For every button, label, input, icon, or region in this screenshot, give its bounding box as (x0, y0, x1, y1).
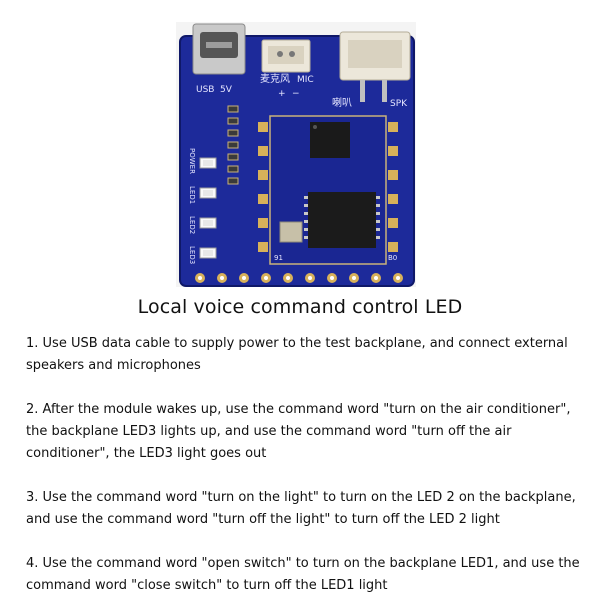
label-91: 91 (274, 254, 283, 262)
instruction-step-2: 2. After the module wakes up, use the co… (26, 402, 571, 461)
main-chip (304, 192, 380, 248)
led1 (199, 187, 217, 199)
label-led1: LED1 (188, 186, 196, 204)
crystal (279, 221, 303, 243)
instruction-step-3: 3. Use the command word "turn on the lig… (26, 490, 576, 527)
led3 (199, 247, 217, 259)
instruction-step-1: 1. Use USB data cable to supply power to… (26, 336, 568, 373)
label-spk-cn: 喇叭 (332, 97, 352, 109)
usb-connector (192, 23, 246, 75)
label-mic: MIC (297, 75, 314, 85)
label-usb: USB (196, 85, 214, 95)
label-plus: + (278, 89, 286, 99)
label-spk: SPK (390, 99, 408, 109)
amplifier-chip (310, 122, 350, 158)
instruction-step-4: 4. Use the command word "open switch" to… (26, 556, 580, 593)
label-mic-cn: 麦克风 (260, 73, 290, 85)
label-minus: − (292, 89, 300, 99)
label-5v: 5V (220, 85, 233, 95)
mic-connector (261, 39, 311, 73)
smd-components (227, 105, 239, 185)
label-power: POWER (188, 148, 196, 174)
power-led (199, 157, 217, 169)
speaker-connector (339, 31, 411, 102)
label-led2: LED2 (188, 216, 196, 234)
led2 (199, 217, 217, 229)
label-b0: B0 (388, 254, 397, 262)
voice-module-board-photo: USB 5V 麦克风 MIC + − 喇叭 SPK POWER LED1 LED… (176, 22, 416, 287)
page-title: Local voice command control LED (137, 296, 463, 318)
label-led3: LED3 (188, 246, 196, 264)
side-pads (258, 122, 398, 252)
